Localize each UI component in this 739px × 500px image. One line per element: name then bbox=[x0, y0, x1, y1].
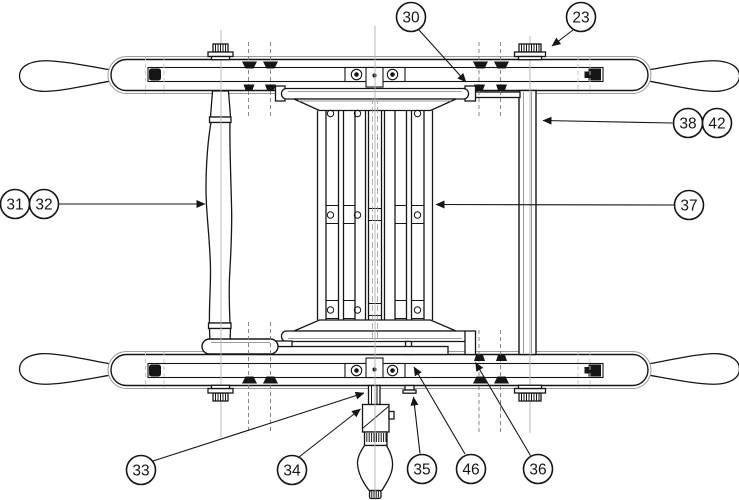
callout-34: 34 bbox=[276, 454, 308, 486]
callout-32-label: 32 bbox=[35, 197, 52, 214]
sleeve-tab bbox=[388, 410, 395, 420]
callout-33-label: 33 bbox=[132, 463, 149, 480]
callout-37-label: 37 bbox=[680, 198, 697, 215]
leader-30 bbox=[418, 29, 467, 83]
callout-35: 35 bbox=[406, 453, 438, 485]
leader-35 bbox=[410, 396, 421, 454]
callout-31-label: 31 bbox=[6, 197, 23, 214]
callout-30: 30 bbox=[395, 1, 427, 33]
column-holes bbox=[326, 109, 422, 314]
top-left-knob bbox=[207, 43, 234, 61]
leader-38-42 bbox=[542, 116, 673, 125]
callout-36-label: 36 bbox=[529, 462, 546, 479]
callout-23: 23 bbox=[565, 1, 597, 33]
guide-lines bbox=[145, 26, 591, 492]
leader-37 bbox=[435, 200, 675, 209]
spindle-collar bbox=[201, 338, 279, 355]
callout-38-label: 38 bbox=[679, 116, 696, 133]
leader-46 bbox=[413, 366, 466, 455]
callout-46-label: 46 bbox=[462, 462, 479, 479]
callout-34-label: 34 bbox=[283, 463, 301, 480]
bottom-wide-plate bbox=[257, 345, 449, 356]
callout-42-label: 42 bbox=[708, 116, 725, 133]
top-right-handle-grip bbox=[645, 60, 739, 93]
left-spindle bbox=[201, 90, 279, 355]
bottom-left-handle-grip bbox=[18, 352, 114, 385]
top-left-handle-grip bbox=[18, 60, 114, 93]
callout-23-label: 23 bbox=[572, 10, 589, 27]
callout-33: 33 bbox=[125, 454, 157, 486]
bottom-right-bracket bbox=[464, 330, 477, 356]
callout-32: 32 bbox=[28, 188, 60, 220]
callout-36: 36 bbox=[522, 453, 554, 485]
shaft-sleeve bbox=[361, 403, 390, 433]
right-post bbox=[518, 89, 537, 356]
leader-33 bbox=[152, 391, 365, 462]
callout-46: 46 bbox=[455, 453, 487, 485]
top-right-knob bbox=[513, 43, 547, 61]
leader-34 bbox=[298, 408, 361, 458]
bottom-mount-plate bbox=[257, 319, 477, 356]
callout-31: 31 bbox=[0, 188, 31, 220]
top-link-strip bbox=[469, 91, 521, 99]
callout-37: 37 bbox=[673, 189, 705, 221]
callout-30-label: 30 bbox=[402, 10, 420, 27]
leader-36 bbox=[475, 362, 531, 456]
center-column bbox=[316, 109, 434, 320]
bottom-shaft-grip bbox=[356, 384, 395, 500]
shaft-neck bbox=[367, 384, 381, 406]
bottom-right-handle-grip bbox=[645, 352, 739, 385]
callout-42: 42 bbox=[701, 107, 733, 139]
callout-38: 38 bbox=[672, 107, 704, 139]
bottom-left-knob bbox=[207, 384, 234, 402]
small-bolt-35 bbox=[402, 384, 417, 394]
leader-arrows bbox=[58, 29, 675, 462]
leader-23 bbox=[551, 29, 574, 47]
callout-35-label: 35 bbox=[413, 462, 430, 479]
callouts: 30 23 38 42 37 31 32 33 bbox=[0, 1, 733, 486]
bottom-right-knob bbox=[513, 384, 547, 402]
